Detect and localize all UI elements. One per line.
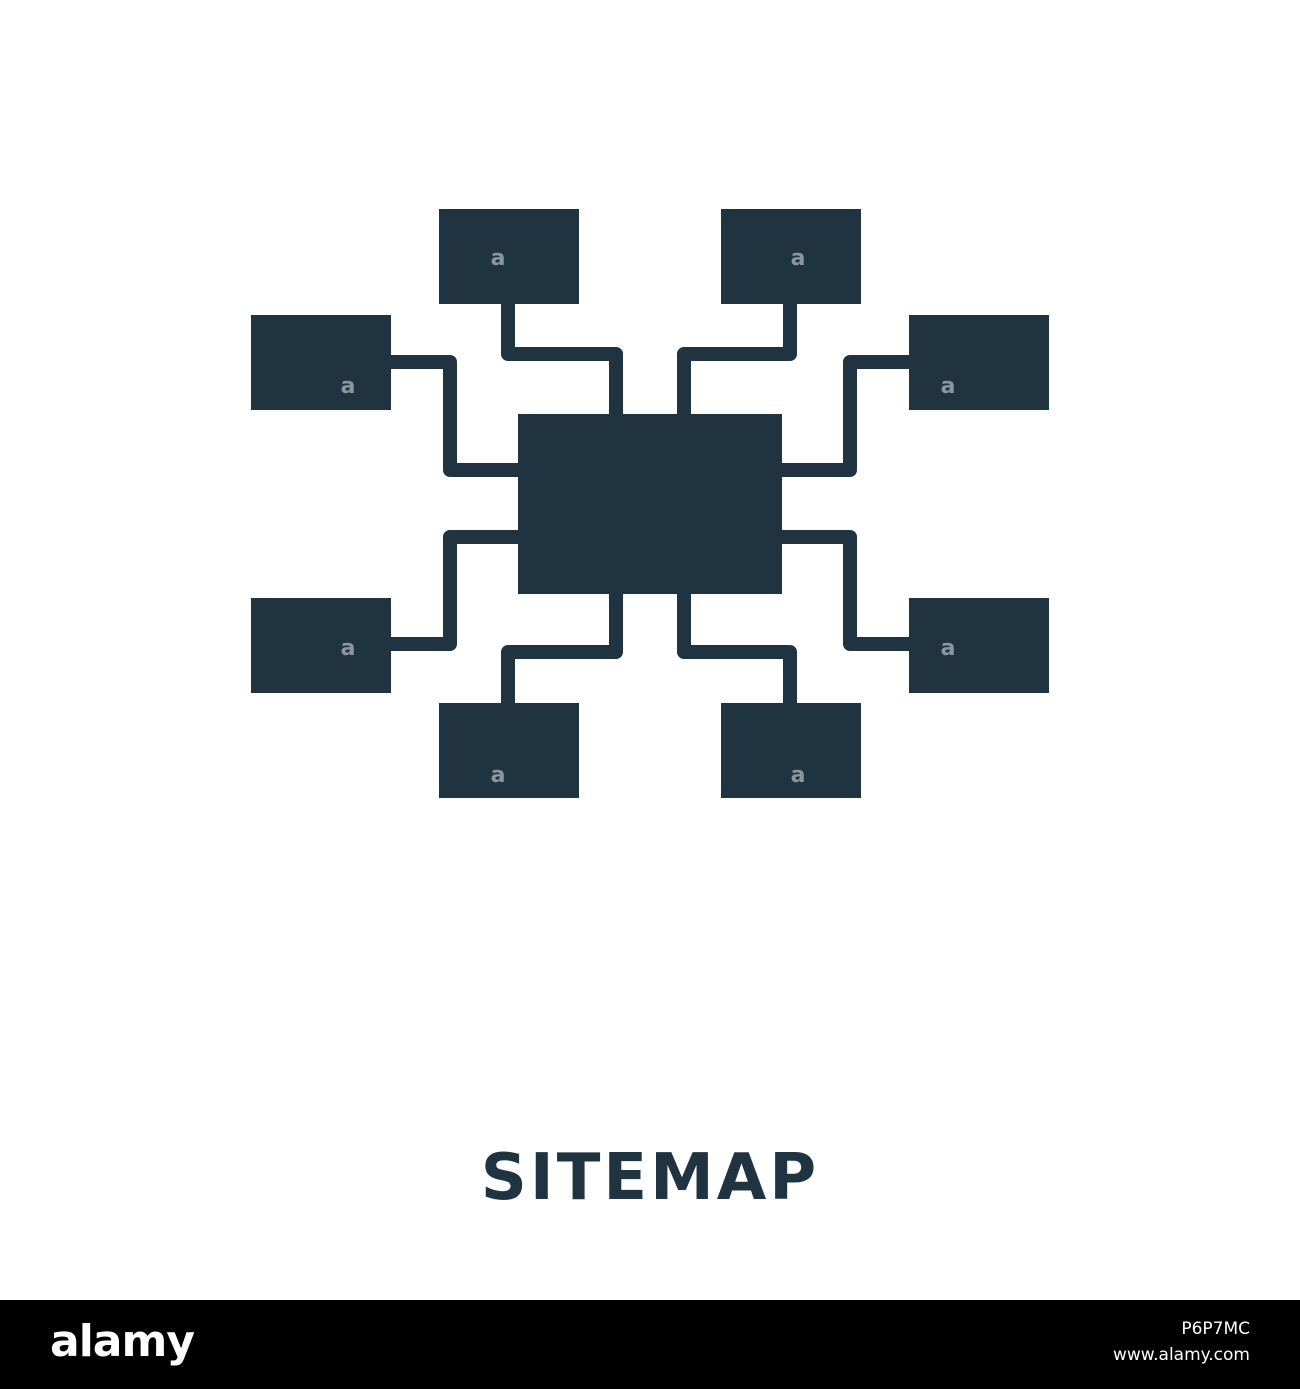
watermark-mark: a bbox=[341, 374, 356, 399]
watermark-marks: a a a a a a a a bbox=[341, 246, 956, 788]
connector-top-right bbox=[677, 303, 797, 415]
brand-logo[interactable]: alamy bbox=[50, 1316, 195, 1367]
image-id: P6P7MC bbox=[1181, 1319, 1250, 1339]
central-node bbox=[518, 414, 782, 594]
node-lower-left bbox=[251, 598, 391, 693]
node-top-right bbox=[721, 209, 861, 304]
sitemap-icon: a a a a a a a a bbox=[251, 209, 1049, 798]
connector-bottom-right bbox=[677, 592, 797, 703]
watermark-mark: a bbox=[491, 246, 506, 271]
watermark-mark: a bbox=[941, 374, 956, 399]
node-lower-right bbox=[909, 598, 1049, 693]
connector-upper-right bbox=[781, 355, 909, 477]
node-upper-right bbox=[909, 315, 1049, 410]
connector-lines bbox=[391, 303, 909, 703]
watermark-mark: a bbox=[341, 636, 356, 661]
connector-lower-right bbox=[781, 530, 909, 651]
node-upper-left bbox=[251, 315, 391, 410]
site-link[interactable]: www.alamy.com bbox=[1112, 1345, 1250, 1365]
connector-upper-left bbox=[391, 355, 519, 477]
stock-footer-bar: alamy P6P7MC www.alamy.com bbox=[0, 1300, 1300, 1389]
connector-top-left bbox=[501, 303, 623, 415]
connector-lower-left bbox=[391, 530, 519, 651]
watermark-mark: a bbox=[491, 763, 506, 788]
icon-caption: SITEMAP bbox=[480, 1141, 820, 1215]
watermark-mark: a bbox=[791, 763, 806, 788]
watermark-mark: a bbox=[791, 246, 806, 271]
node-bottom-right bbox=[721, 703, 861, 798]
node-bottom-left bbox=[439, 703, 579, 798]
node-top-left bbox=[439, 209, 579, 304]
watermark-mark: a bbox=[941, 636, 956, 661]
image-meta: P6P7MC www.alamy.com bbox=[1113, 1316, 1250, 1368]
connector-bottom-left bbox=[501, 592, 623, 703]
sitemap-svg: a a a a a a a a bbox=[251, 209, 1049, 798]
